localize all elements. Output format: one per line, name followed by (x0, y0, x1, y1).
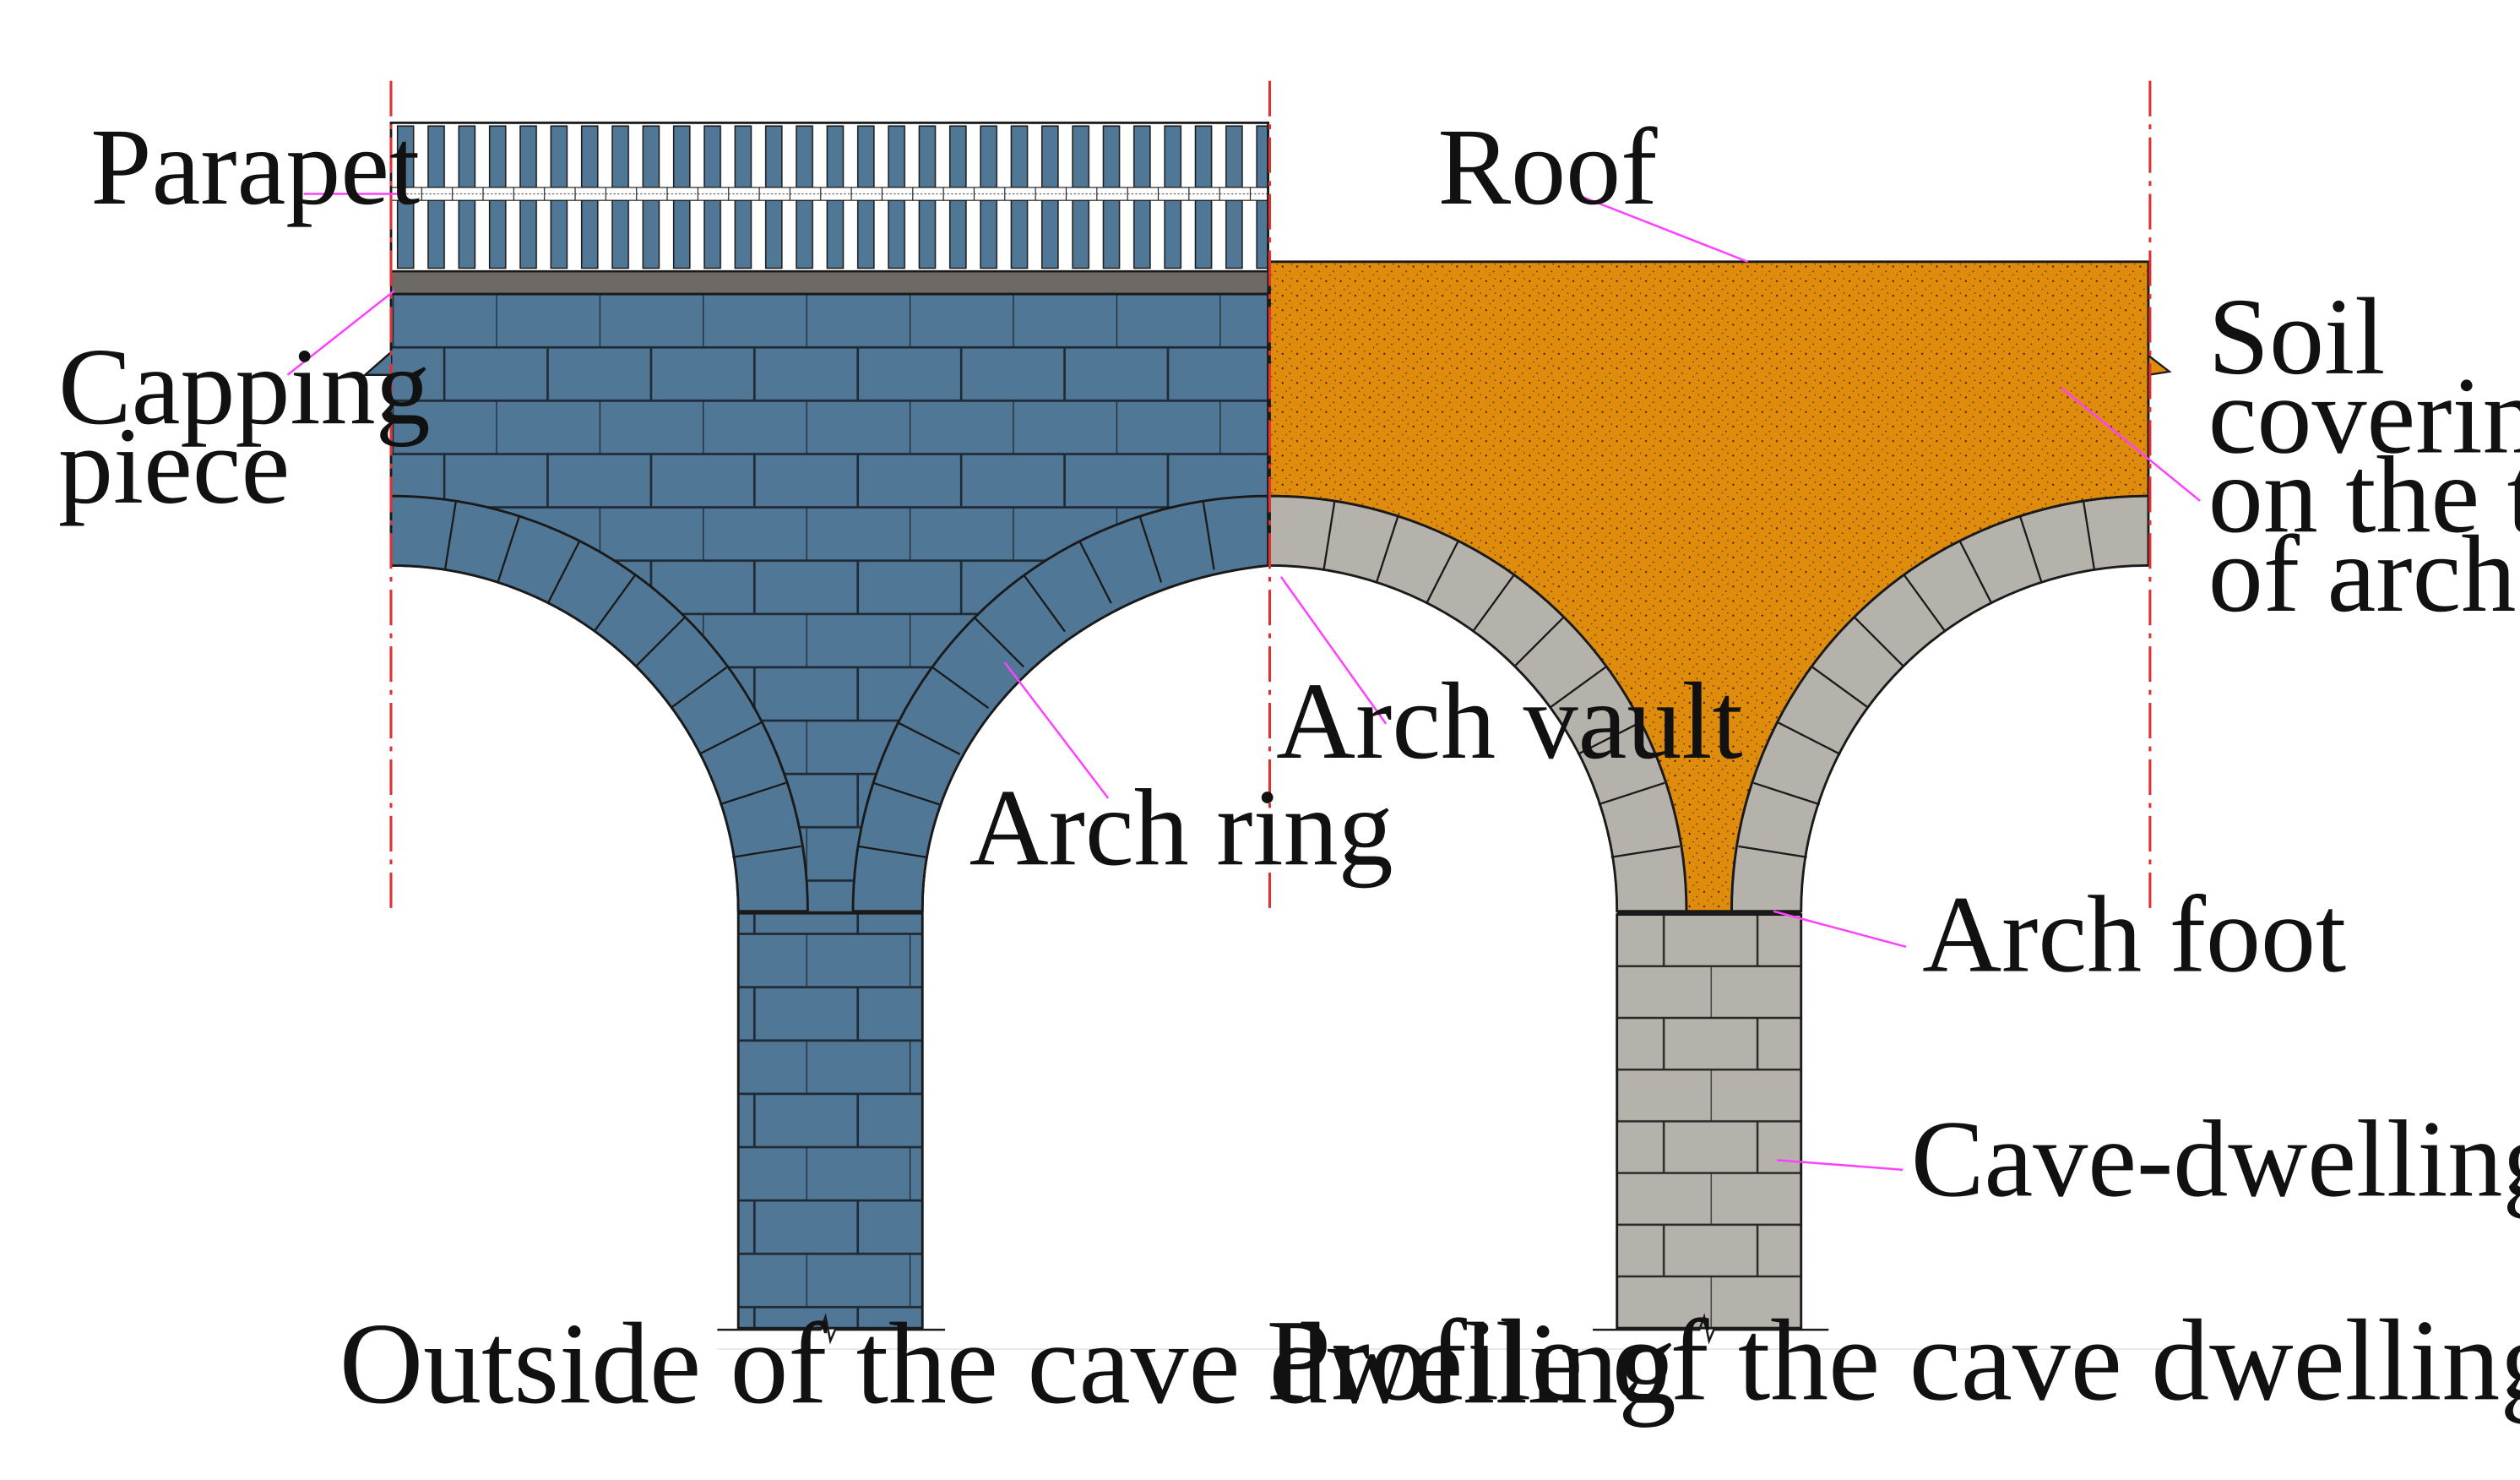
arch-ring-profile-left-shape (1268, 494, 1688, 913)
voussoir-joint (2082, 501, 2096, 570)
label-arch-ring: Arch ring (969, 767, 1393, 889)
voussoir-joint (1958, 541, 1993, 604)
voussoir-joint (1138, 515, 1163, 583)
voussoir-joint (732, 845, 801, 858)
voussoir-joint (1548, 666, 1606, 710)
label-soil-line1: Soil (2208, 276, 2386, 398)
voussoir-joint (546, 541, 581, 604)
voussoir-joint (1904, 574, 1947, 633)
voussoir-joint (1375, 515, 1399, 583)
caption-profile: Profile of the cave dwelling (1267, 1295, 2520, 1424)
label-roof: Roof (1437, 106, 1658, 228)
voussoir-joint (719, 781, 786, 806)
arch-ring-profile-right-shape (1730, 494, 2150, 913)
voussoir-joint (1472, 574, 1515, 633)
outside-elevation (362, 121, 1269, 1345)
cave-dwelling-leg-shape (1616, 913, 1803, 1330)
voussoir-joint (898, 721, 961, 755)
voussoir-joint (1854, 617, 1905, 668)
profile-section (1268, 260, 2172, 1345)
capping-piece-shape (389, 270, 1269, 296)
voussoir-joint (698, 721, 762, 755)
voussoir-joint (1577, 721, 1640, 755)
voussoir-joint (1811, 666, 1870, 710)
voussoir-joint (593, 574, 636, 633)
voussoir-joint (1513, 617, 1564, 668)
label-soil-line4: of arch (2208, 514, 2517, 635)
voussoir-joint (872, 781, 940, 806)
parapet-shape (389, 121, 1269, 273)
voussoir-joint (1753, 781, 1821, 806)
voussoir-joint (1738, 845, 1807, 858)
voussoir-joint (443, 501, 458, 570)
voussoir-joint (1322, 501, 1336, 570)
centerlines (389, 80, 2152, 915)
voussoir-joint (1023, 574, 1066, 633)
leader-lines (286, 193, 2201, 1172)
caption-outside: Outside of the cave dwelling (339, 1298, 1676, 1428)
voussoir-joint (974, 617, 1024, 668)
label-parapet: Parapet (90, 106, 420, 228)
label-capping-line1: Capping (58, 326, 431, 448)
voussoir-joint (857, 845, 927, 858)
voussoir-joint (1778, 721, 1841, 755)
label-soil-line2: covering (2208, 356, 2520, 477)
label-arch-vault: Arch vault (1276, 661, 1743, 782)
voussoir-joint (2018, 515, 2043, 583)
voussoir-joint (1078, 541, 1112, 604)
arch-ring-left-shape (389, 494, 809, 913)
label-cave-dwelling-leg: Cave-dwelling leg (1911, 1098, 2520, 1220)
voussoir-joint (670, 666, 728, 710)
voussoir-joint (1202, 501, 1215, 570)
voussoir-joint (1610, 845, 1681, 858)
voussoir-joint (1426, 541, 1459, 604)
label-arch-foot: Arch foot (1922, 874, 2346, 996)
voussoir-joint (634, 617, 686, 668)
voussoir-joint (931, 666, 990, 710)
label-soil-line3: on the top (2208, 434, 2520, 556)
voussoir-joint (1598, 781, 1665, 806)
voussoir-joint (497, 515, 520, 583)
label-capping-line2: piece (58, 405, 290, 527)
arch-ring-right-shape (851, 494, 1269, 913)
